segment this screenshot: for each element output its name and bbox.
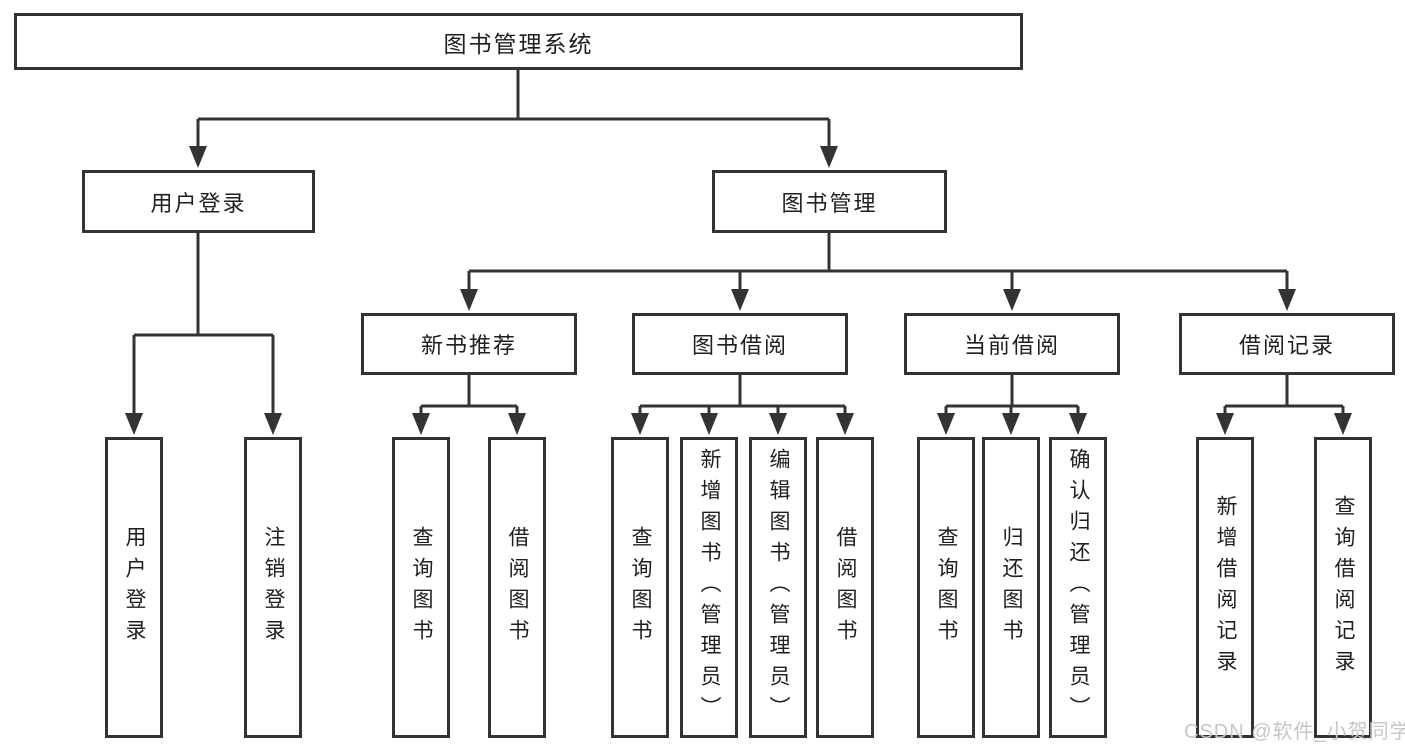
leaf-label: 用户登录 xyxy=(123,525,147,650)
arrow-down-icon xyxy=(1069,413,1087,435)
arrow-down-icon xyxy=(820,146,838,168)
leaf-label: 确认归还（管理员） xyxy=(1067,448,1091,727)
leaf-label: 查询图书 xyxy=(935,525,959,650)
arrow-down-icon xyxy=(769,413,787,435)
leaf-label: 新增图书（管理员） xyxy=(698,448,722,727)
arrow-down-icon xyxy=(125,413,143,435)
node-borrow-record: 借阅记录 xyxy=(1179,313,1395,375)
arrow-down-icon xyxy=(264,413,282,435)
leaf-confirm-return-admin: 确认归还（管理员） xyxy=(1049,437,1107,738)
watermark: CSDN @软件_小贺同学 xyxy=(1184,721,1405,743)
leaf-label: 查询借阅记录 xyxy=(1332,494,1356,681)
leaf-label: 借阅图书 xyxy=(506,525,530,650)
leaf-label: 归还图书 xyxy=(1000,525,1024,650)
arrow-down-icon xyxy=(508,413,526,435)
arrow-down-icon xyxy=(1003,289,1021,311)
leaf-label: 编辑图书（管理员） xyxy=(767,448,791,727)
node-root: 图书管理系统 xyxy=(14,13,1023,70)
edge-book-borrow-to-leaves xyxy=(631,375,854,435)
node-current-borrow: 当前借阅 xyxy=(904,313,1120,375)
arrow-down-icon xyxy=(1334,413,1352,435)
leaf-add-book-admin: 新增图书（管理员） xyxy=(680,437,738,738)
arrow-down-icon xyxy=(460,289,478,311)
arrow-down-icon xyxy=(700,413,718,435)
leaf-user-login: 用户登录 xyxy=(105,437,163,738)
arrow-down-icon xyxy=(731,289,749,311)
leaf-return-book: 归还图书 xyxy=(982,437,1040,738)
leaf-edit-book-admin: 编辑图书（管理员） xyxy=(749,437,807,738)
node-new-book-recommend: 新书推荐 xyxy=(361,313,577,375)
arrow-down-icon xyxy=(631,413,649,435)
arrow-down-icon xyxy=(189,146,207,168)
arrow-down-icon xyxy=(1002,413,1020,435)
leaf-borrow-books-recommend: 借阅图书 xyxy=(488,437,546,738)
edge-root-to-level2 xyxy=(189,70,838,168)
leaf-query-books-current: 查询图书 xyxy=(917,437,975,738)
arrow-down-icon xyxy=(937,413,955,435)
leaf-label: 查询图书 xyxy=(410,525,434,650)
edge-new-book-recommend-to-leaves xyxy=(412,375,526,435)
leaf-label: 注销登录 xyxy=(262,525,286,650)
arrow-down-icon xyxy=(1278,289,1296,311)
arrow-down-icon xyxy=(1216,413,1234,435)
edge-current-borrow-to-leaves xyxy=(937,375,1087,435)
arrow-down-icon xyxy=(836,413,854,435)
node-user-login: 用户登录 xyxy=(82,170,315,233)
node-book-management: 图书管理 xyxy=(712,170,947,233)
leaf-query-borrow-record: 查询借阅记录 xyxy=(1314,437,1372,738)
arrow-down-icon xyxy=(412,413,430,435)
edge-borrow-record-to-leaves xyxy=(1216,375,1352,435)
leaf-logout-login: 注销登录 xyxy=(244,437,302,738)
leaf-borrow-books: 借阅图书 xyxy=(816,437,874,738)
edge-user-login-to-leaves xyxy=(125,233,282,435)
leaf-label: 查询图书 xyxy=(629,525,653,650)
leaf-label: 借阅图书 xyxy=(834,525,858,650)
leaf-label: 新增借阅记录 xyxy=(1214,494,1238,681)
node-book-borrow: 图书借阅 xyxy=(632,313,848,375)
leaf-add-borrow-record: 新增借阅记录 xyxy=(1196,437,1254,738)
edge-book-management-to-level3 xyxy=(460,233,1296,311)
leaf-query-books-recommend: 查询图书 xyxy=(392,437,450,738)
leaf-query-books-borrow: 查询图书 xyxy=(611,437,669,738)
